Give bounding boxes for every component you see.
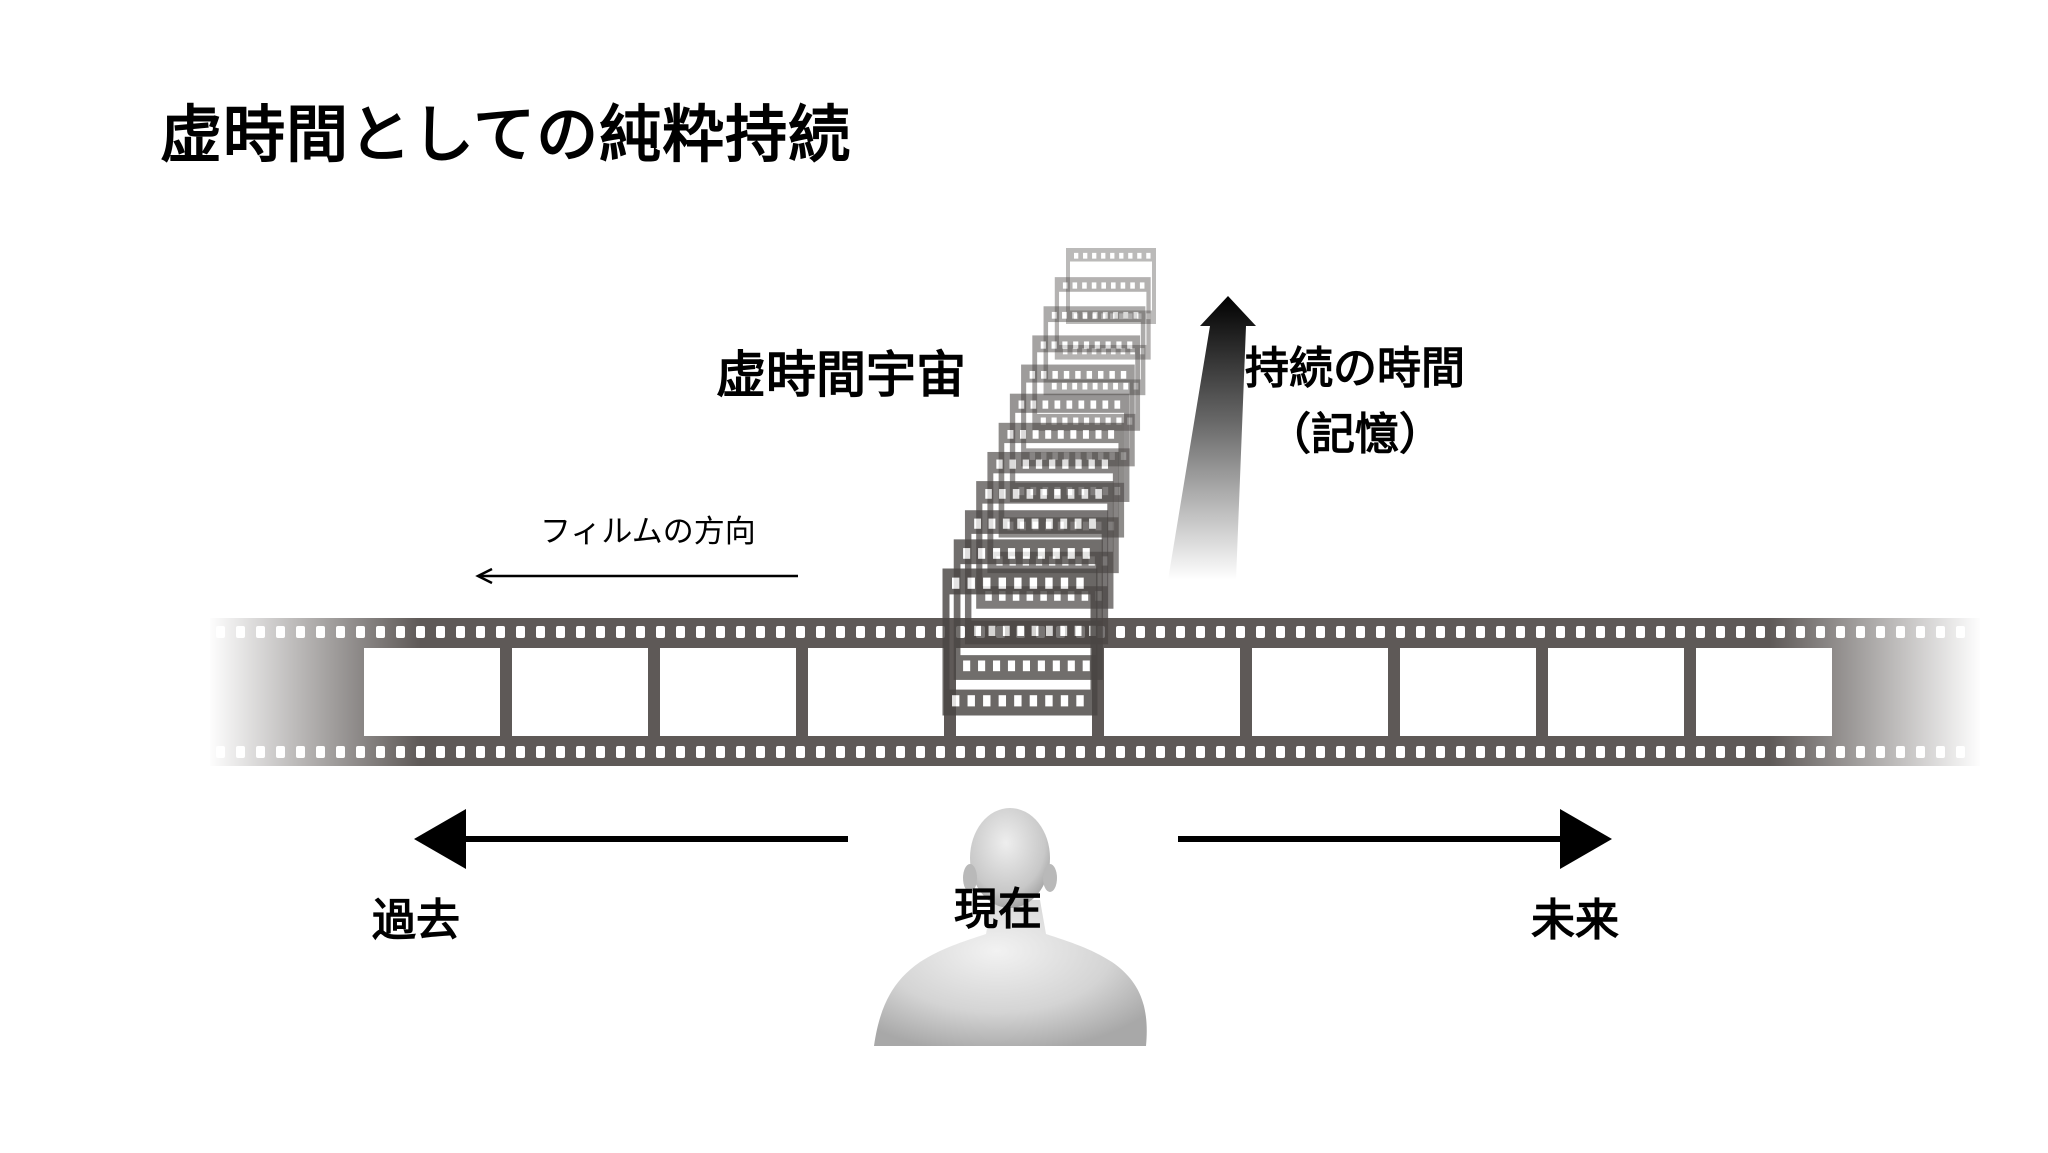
present-label: 現在: [954, 884, 1042, 935]
imaginary-time-universe-label: 虚時間宇宙: [716, 346, 966, 404]
page-title: 虚時間としての純粋持続: [160, 98, 852, 171]
duration-time-label-line2: （記憶）: [1267, 409, 1443, 460]
film-direction-label: フィルムの方向: [540, 514, 756, 550]
future-label: 未来: [1531, 895, 1619, 946]
arrow-left-icon: [414, 809, 848, 869]
person-icon: [874, 808, 1147, 1046]
gradient-arrow-up-icon: [1168, 296, 1256, 580]
film-direction-arrow-icon: [475, 567, 798, 585]
past-label: 過去: [372, 895, 460, 946]
arrow-right-icon: [1178, 809, 1612, 869]
duration-time-label-line1: 持続の時間: [1245, 343, 1465, 394]
stacked-film-frames-icon: [942, 248, 1156, 716]
duration-time-label: 持続の時間 （記憶）: [1245, 336, 1465, 468]
